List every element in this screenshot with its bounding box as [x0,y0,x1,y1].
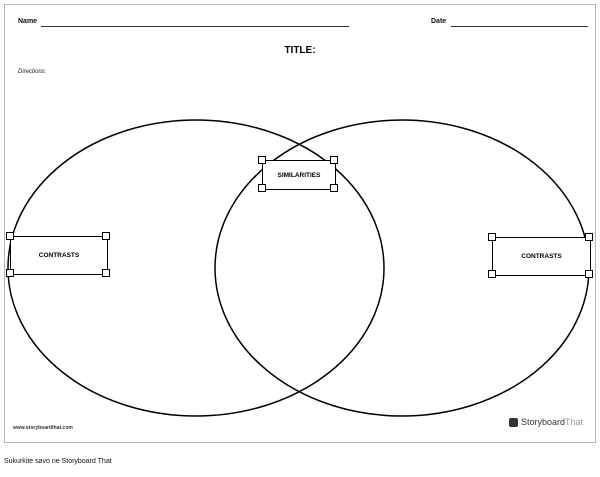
date-field[interactable] [451,26,588,27]
name-field[interactable] [41,26,349,27]
resize-handle[interactable] [585,233,593,241]
website-label: www.storyboardthat.com [13,425,73,431]
right-contrasts-box[interactable]: CONTRASTS [492,237,591,276]
resize-handle[interactable] [488,270,496,278]
worksheet-frame: Name Date TITLE: Directions: www.storybo… [4,4,596,443]
resize-handle[interactable] [6,232,14,240]
name-label: Name [18,18,38,25]
similarities-box[interactable]: SIMILARITIES [262,160,336,190]
logo-text: Storyboard [520,417,565,427]
resize-handle[interactable] [6,269,14,277]
resize-handle[interactable] [488,233,496,241]
resize-handle[interactable] [102,269,110,277]
resize-handle[interactable] [330,156,338,164]
left-circle [7,119,385,417]
resize-handle[interactable] [102,232,110,240]
page-title[interactable]: TITLE: [284,45,316,56]
resize-handle[interactable] [258,184,266,192]
resize-handle[interactable] [585,270,593,278]
footer-link[interactable]: Sukurkite savo ne Storyboard That [4,458,112,465]
date-label: Date [431,18,447,25]
directions-label[interactable]: Directions: [18,69,47,75]
logo-text-accent: That [564,417,583,427]
resize-handle[interactable] [258,156,266,164]
resize-handle[interactable] [330,184,338,192]
logo-icon [508,417,518,427]
left-contrasts-box[interactable]: CONTRASTS [10,236,108,275]
